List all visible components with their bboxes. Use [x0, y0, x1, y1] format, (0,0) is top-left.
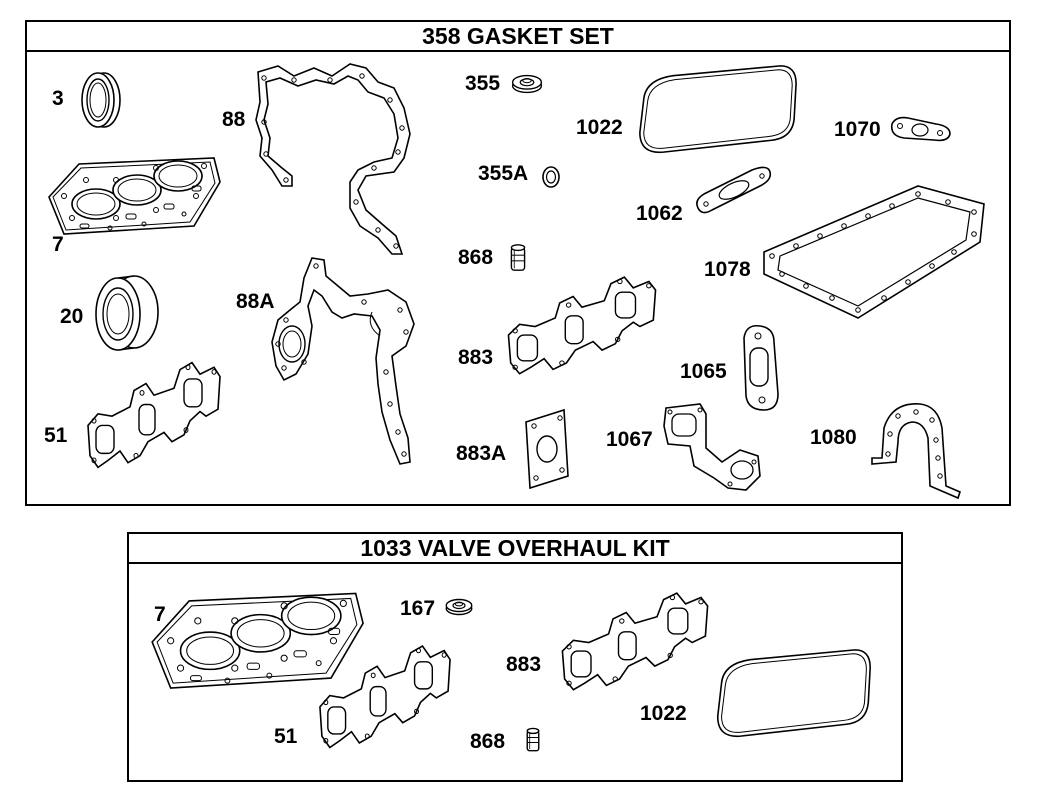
part-20-oil-seal[interactable] [92, 272, 162, 354]
part-1065-gasket[interactable] [736, 322, 782, 414]
label-1080: 1080 [810, 426, 857, 449]
label-20: 20 [60, 305, 84, 328]
gasket-set-title: 358 GASKET SET [27, 22, 1009, 52]
label-868: 868 [458, 246, 494, 269]
label-3: 3 [52, 87, 64, 110]
part-88a-rear-plate-gasket[interactable] [268, 254, 416, 466]
label-1065: 1065 [680, 360, 727, 383]
part-1062-gasket[interactable] [694, 164, 774, 216]
label-355: 355 [465, 72, 501, 95]
label-1022: 1022 [576, 116, 623, 139]
kit-part-167-washer[interactable] [444, 597, 474, 617]
label-51: 51 [44, 424, 68, 447]
kit-part-51-manifold-gasket[interactable] [316, 628, 454, 752]
part-1022-rocker-cover-gasket[interactable] [634, 60, 800, 158]
kit-label-1022: 1022 [640, 702, 687, 725]
label-883a: 883A [456, 442, 507, 465]
part-883a-flange-gasket[interactable] [522, 406, 572, 490]
label-1062: 1062 [636, 202, 683, 225]
part-355-washer[interactable] [510, 73, 544, 95]
label-355a: 355A [478, 162, 529, 185]
kit-label-167: 167 [400, 597, 436, 620]
part-51-manifold-gasket[interactable] [84, 344, 224, 472]
part-355a-o-ring[interactable] [540, 164, 562, 190]
part-88-timing-cover-gasket[interactable] [254, 58, 416, 258]
kit-part-1022-rocker-cover-gasket[interactable] [712, 644, 874, 742]
kit-label-7: 7 [154, 603, 166, 626]
label-883: 883 [458, 346, 494, 369]
kit-label-883: 883 [506, 653, 542, 676]
kit-label-51: 51 [274, 725, 298, 748]
label-1078: 1078 [704, 258, 751, 281]
part-1070-gasket[interactable] [888, 112, 954, 146]
label-1067: 1067 [606, 428, 653, 451]
kit-part-883-manifold-gasket[interactable] [558, 576, 712, 694]
part-3-crank-seal[interactable] [80, 70, 124, 130]
part-1067-gasket[interactable] [660, 400, 764, 494]
label-88: 88 [222, 108, 246, 131]
label-1070: 1070 [834, 118, 881, 141]
label-88a: 88A [236, 290, 275, 313]
part-1078-oil-pan-gasket[interactable] [758, 182, 990, 324]
label-7: 7 [52, 233, 64, 256]
part-883-manifold-gasket[interactable] [504, 260, 660, 378]
kit-part-868-valve-stem-seal[interactable] [524, 726, 542, 754]
part-7-head-gasket[interactable] [44, 152, 224, 242]
kit-label-868: 868 [470, 730, 506, 753]
part-1080-gasket[interactable] [868, 398, 962, 498]
valve-kit-title: 1033 VALVE OVERHAUL KIT [129, 534, 901, 564]
